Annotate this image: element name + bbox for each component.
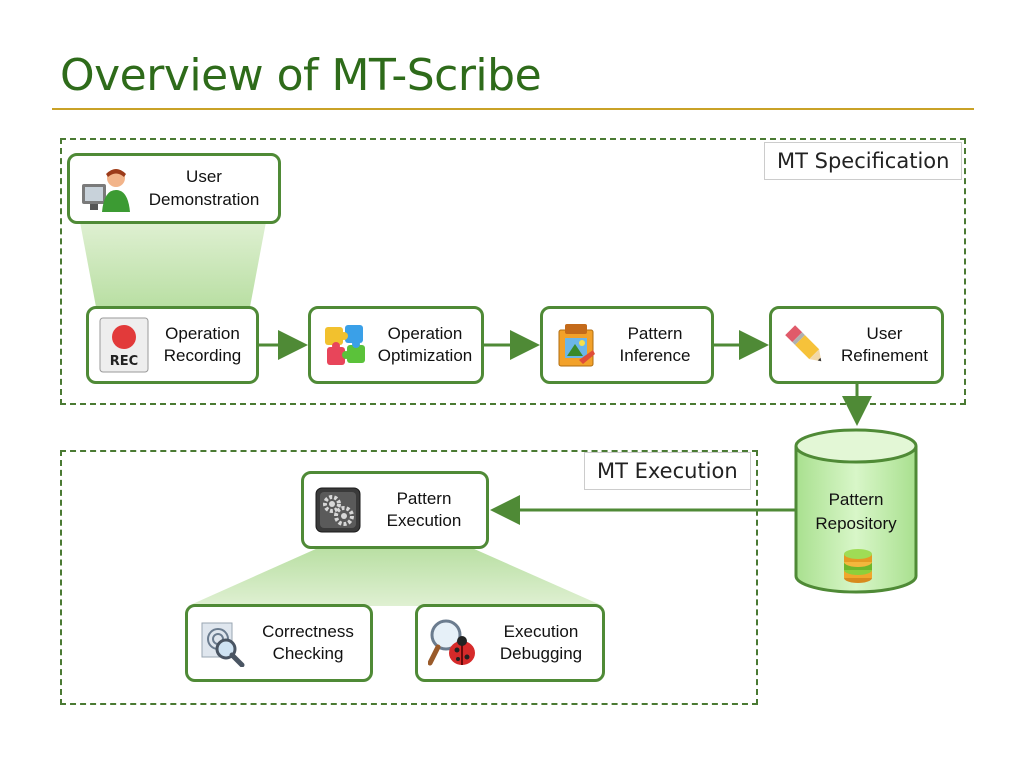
user-computer-icon [82, 168, 130, 212]
node-pattern-execution[interactable]: Pattern Execution [301, 471, 489, 549]
correctness-checking-label: Correctness Checking [262, 621, 354, 663]
pattern-inference-icon [558, 324, 595, 367]
pattern-inference-label: Pattern Inference [619, 323, 691, 365]
node-user-refinement[interactable]: User Refinement [769, 306, 944, 384]
demo-funnel [80, 222, 266, 307]
slide-title: Overview of MT-Scribe [60, 50, 542, 101]
spec-region [60, 138, 966, 405]
operation-recording-label: Operation Recording [163, 323, 242, 365]
execution-debugging-label: Execution Debugging [499, 621, 583, 663]
pattern-repository-cylinder [794, 428, 918, 594]
record-rec-icon: REC [99, 317, 149, 373]
pattern-execution-label: Pattern Execution [386, 488, 462, 530]
operation-optimization-label: Operation Optimization [377, 323, 473, 365]
exec-region [60, 450, 758, 705]
node-correctness-checking[interactable]: Correctness Checking [185, 604, 373, 682]
exec-funnel [188, 548, 603, 606]
spec-region-label: MT Specification [764, 142, 963, 180]
node-execution-debugging[interactable]: Execution Debugging [415, 604, 605, 682]
bug-magnifier-icon [428, 619, 475, 666]
node-user-demonstration[interactable]: User Demonstration [67, 153, 281, 224]
pattern-repository-label: Pattern Repository [815, 490, 897, 533]
user-refinement-label: User Refinement [841, 323, 928, 365]
gears-icon [315, 487, 361, 533]
user-demonstration-label: User Demonstration [148, 167, 260, 209]
pencil-icon [785, 325, 822, 362]
title-underline [52, 108, 974, 110]
database-stack-icon [844, 549, 872, 583]
rec-icon-text: REC [110, 354, 138, 369]
node-operation-optimization[interactable]: Operation Optimization [308, 306, 484, 384]
magnifier-check-icon [201, 622, 245, 667]
exec-region-label: MT Execution [584, 452, 751, 490]
node-operation-recording[interactable]: REC Operation Recording [86, 306, 259, 384]
node-pattern-inference[interactable]: Pattern Inference [540, 306, 714, 384]
puzzle-pieces-icon [325, 325, 365, 365]
